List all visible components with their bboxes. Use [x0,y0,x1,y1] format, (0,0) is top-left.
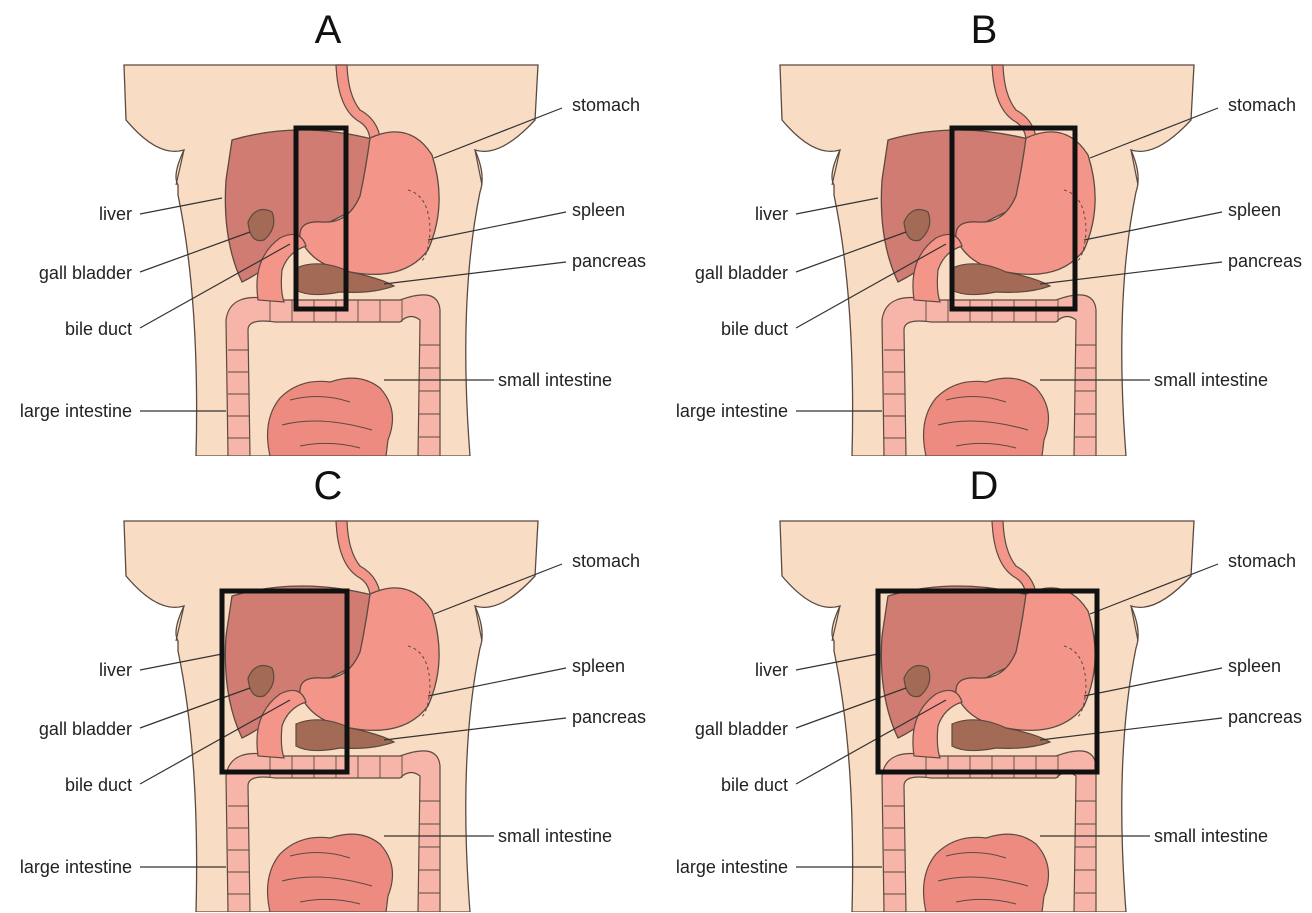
label-gall-bladder: gall bladder [39,719,132,739]
label-large-intestine: large intestine [676,401,788,421]
label-liver: liver [99,204,132,224]
label-bile-duct: bile duct [721,775,788,795]
panel-a: stomach spleen pancreas small intestine live… [0,0,656,456]
label-pancreas: pancreas [1228,251,1302,271]
label-stomach: stomach [1228,551,1296,571]
label-spleen: spleen [1228,200,1281,220]
label-liver: liver [99,660,132,680]
panel-letter: B [656,8,1312,53]
panel-letter: C [0,464,656,509]
label-gall-bladder: gall bladder [695,719,788,739]
label-pancreas: pancreas [1228,707,1302,727]
label-large-intestine: large intestine [20,857,132,877]
label-pancreas: pancreas [572,707,646,727]
label-liver: liver [755,660,788,680]
anatomy-illustration: stomach spleen pancreas small intestine live… [0,456,656,912]
label-pancreas: pancreas [572,251,646,271]
label-large-intestine: large intestine [676,857,788,877]
label-gall-bladder: gall bladder [39,263,132,283]
label-stomach: stomach [572,551,640,571]
label-small-intestine: small intestine [498,826,612,846]
label-stomach: stomach [572,95,640,115]
anatomy-illustration: stomach spleen pancreas small intestine live… [656,456,1312,912]
panel-d: stomach spleen pancreas small intestine live… [656,456,1312,912]
label-bile-duct: bile duct [65,775,132,795]
label-spleen: spleen [572,200,625,220]
panel-letter: D [656,464,1312,509]
label-large-intestine: large intestine [20,401,132,421]
label-stomach: stomach [1228,95,1296,115]
label-bile-duct: bile duct [65,319,132,339]
panel-c: stomach spleen pancreas small intestine live… [0,456,656,912]
label-small-intestine: small intestine [1154,826,1268,846]
panel-letter: A [0,8,656,53]
label-gall-bladder: gall bladder [695,263,788,283]
anatomy-illustration: stomach spleen pancreas small intestine live… [656,0,1312,456]
anatomy-illustration: stomach spleen pancreas small intestine live… [0,0,656,456]
label-liver: liver [755,204,788,224]
label-bile-duct: bile duct [721,319,788,339]
label-spleen: spleen [1228,656,1281,676]
label-spleen: spleen [572,656,625,676]
label-small-intestine: small intestine [498,370,612,390]
panel-b: stomach spleen pancreas small intestine live… [656,0,1312,456]
label-small-intestine: small intestine [1154,370,1268,390]
